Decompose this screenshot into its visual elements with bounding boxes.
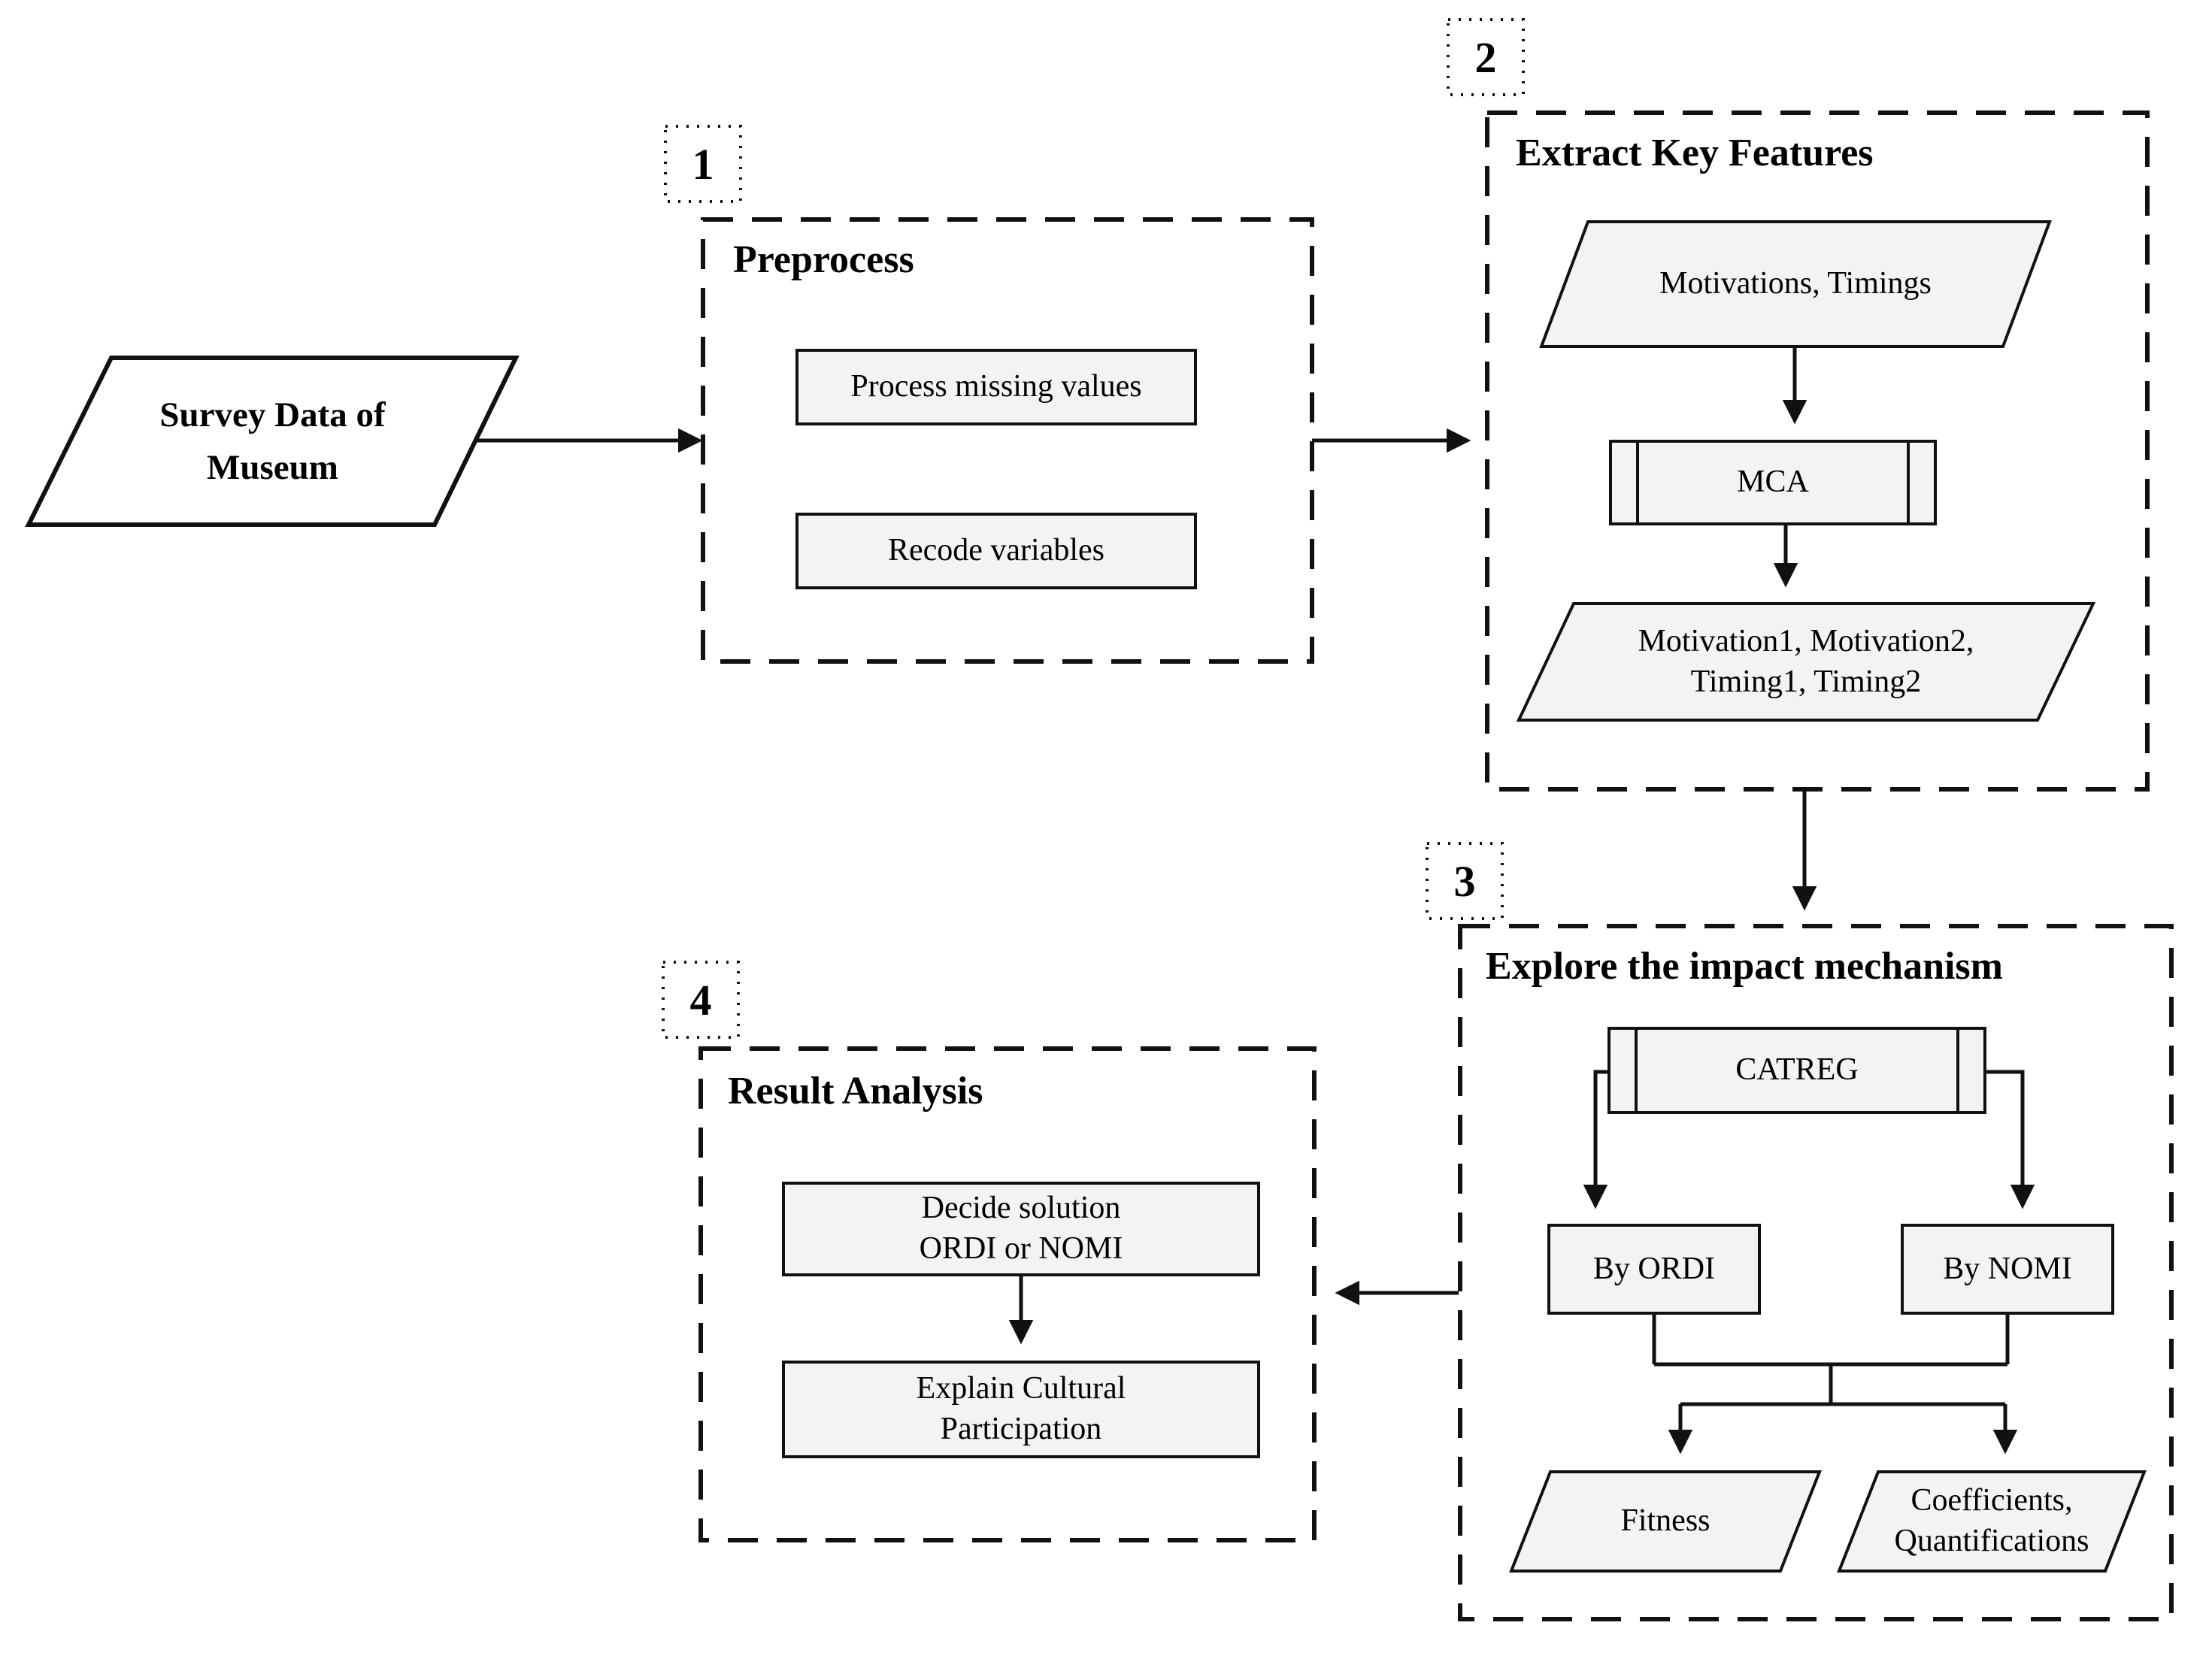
- by-ordi-rect: [1547, 1224, 1761, 1315]
- by-nomi-label: By NOMI: [1943, 1251, 2072, 1286]
- step3-dashed-box: [1458, 924, 2174, 1621]
- coefficients-label: Coefficients, Quantifications: [1894, 1483, 2089, 1558]
- process-missing-values-label: Process missing values: [850, 369, 1142, 404]
- motivations-timings-parallelogram: [1539, 220, 2052, 348]
- process-missing-values-rect: [795, 349, 1197, 425]
- coefficients-parallelogram: [1837, 1470, 2147, 1573]
- step3-number-badge-border: [1426, 842, 1504, 920]
- step2-number-badge-border: [1447, 18, 1525, 96]
- fitness-label: Fitness: [1620, 1503, 1711, 1539]
- fitness-parallelogram: [1509, 1470, 1822, 1573]
- decide-solution-label: Decide solution ORDI or NOMI: [919, 1191, 1123, 1266]
- recode-variables-label: Recode variables: [887, 533, 1105, 568]
- step2-title: Extract Key Features: [1516, 132, 1874, 174]
- source-node-label: Survey Data of Museum: [159, 395, 386, 488]
- connector-catreg-to-bynomi: [1985, 1070, 2035, 1209]
- by-nomi-rect: [1901, 1224, 2114, 1315]
- step1-number-badge-border: [664, 125, 742, 203]
- step4-number-badge-border: [662, 961, 740, 1039]
- mca-label: MCA: [1737, 465, 1809, 500]
- step3-number: 3: [1453, 856, 1476, 906]
- explain-participation-label: Explain Cultural Participation: [916, 1371, 1126, 1446]
- step4-title: Result Analysis: [728, 1070, 983, 1112]
- step4-dashed-box: [698, 1046, 1317, 1542]
- step4-number: 4: [689, 975, 712, 1025]
- extracted-features-parallelogram: [1516, 602, 2096, 722]
- motivations-timings-label: Motivations, Timings: [1659, 266, 1932, 301]
- explain-participation-rect: [782, 1361, 1260, 1458]
- step2-dashed-box: [1485, 110, 2150, 792]
- decide-solution-rect: [782, 1182, 1260, 1276]
- recode-variables-rect: [795, 513, 1197, 589]
- step2-number: 2: [1474, 32, 1497, 82]
- by-ordi-label: By ORDI: [1592, 1251, 1716, 1286]
- step1-dashed-box: [701, 217, 1314, 664]
- step1-number: 1: [692, 139, 714, 189]
- extracted-features-label: Motivation1, Motivation2, Timing1, Timin…: [1638, 623, 1974, 699]
- catreg-label: CATREG: [1735, 1052, 1859, 1088]
- mca-predefined-process-rect: [1609, 440, 1937, 525]
- source-parallelogram: [25, 356, 520, 527]
- connector-catreg-to-byordi: [1583, 1070, 1609, 1209]
- step1-title: Preprocess: [733, 238, 914, 281]
- catreg-predefined-process-rect: [1607, 1027, 1986, 1114]
- step3-title: Explore the impact mechanism: [1486, 945, 2003, 988]
